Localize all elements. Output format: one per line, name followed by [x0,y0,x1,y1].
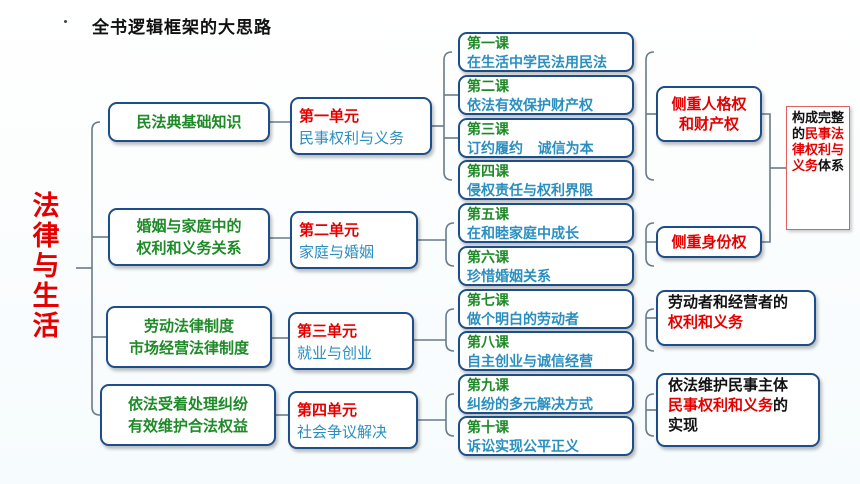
feature-box: 侧重人格权 和财产权 [656,86,762,142]
feature-text: 的 [773,396,789,414]
lesson-subtitle: 侵权责任与权利界限 [467,183,593,199]
lesson-subtitle: 做个明白的劳动者 [467,312,579,328]
summary-highlight: 民事法律权利与义务 [791,127,845,174]
page-title: 全书逻辑框架的大思路 [92,18,272,38]
lesson-name: 第八课 [467,335,509,351]
lesson-name: 第五课 [467,207,509,223]
unit2-lessons-bracket [445,222,455,267]
unit-box: 第三单元 就业与创业 [288,312,414,370]
summary-text: 构成完整的 [791,111,844,142]
lesson-name: 第九课 [467,378,509,394]
unit-subtitle: 社会争议解决 [297,423,388,441]
unit-box: 第四单元 社会争议解决 [288,391,418,449]
topic-line: 劳动法律制度 [143,317,234,335]
unit-name: 第一单元 [299,107,360,125]
feature-line: 劳动者和经营者的 [668,293,789,311]
unit-subtitle: 家庭与婚姻 [299,243,375,261]
lesson-box: 第二课 依法有效保护财产权 [458,75,634,115]
feature-line: 权利和义务 [668,313,744,331]
lesson-box: 第八课 自主创业与诚信经营 [458,331,634,371]
lesson-subtitle: 诉讼实现公平正义 [467,439,579,455]
lesson-name: 第七课 [467,293,509,309]
unit-name: 第四单元 [297,401,358,419]
topic-line: 市场经营法律制度 [128,339,249,357]
lesson-box: 第五课 在和睦家庭中成长 [458,203,634,243]
topic-line: 依法受着处理纠纷 [127,395,248,413]
feature-line: 依法维护民事主体 [668,376,789,394]
unit-box: 第一单元 民事权利与义务 [290,97,432,155]
feature-line: 侧重身份权 [671,233,747,251]
lesson-name: 第十课 [467,420,509,436]
feature-box: 侧重身份权 [656,226,762,258]
topic-box: 依法受着处理纠纷 有效维护合法权益 [100,384,276,446]
unit1-lessons-bracket [443,51,453,181]
topic-line: 权利和义务关系 [136,239,242,257]
lesson-name: 第六课 [467,250,509,266]
feature-summary-bracket [762,113,771,243]
lesson-subtitle: 在生活中学民法用民法 [467,55,607,71]
lesson-name: 第二课 [467,79,509,95]
lesson-name: 第四课 [467,164,509,180]
lesson-box: 第十课 诉讼实现公平正义 [458,416,634,456]
lesson-box: 第九课 纠纷的多元解决方式 [458,374,634,414]
unit3-lessons-bracket [445,308,455,352]
lessons1-feature-bracket [645,51,655,181]
topic-line: 婚姻与家庭中的 [136,217,242,235]
unit-name: 第三单元 [297,322,358,340]
lesson-subtitle: 依法有效保护财产权 [467,98,593,114]
feature-highlight: 民事权利和义务 [668,396,774,414]
root-connector-bracket [91,121,101,416]
lesson-box: 第七课 做个明白的劳动者 [458,289,634,329]
title-bullet [64,20,67,23]
topic-box: 劳动法律制度 市场经营法律制度 [106,306,272,368]
lesson-subtitle: 订约履约 诚信为本 [467,141,594,157]
lesson-box: 第六课 珍惜婚姻关系 [458,246,634,286]
lesson-subtitle: 自主创业与诚信经营 [467,354,593,370]
feature-line: 和财产权 [678,115,739,133]
feature-line: 民事权利和义务的 [668,395,788,415]
lesson-box: 第三课 订约履约 诚信为本 [458,118,634,158]
topic-box: 民法典基础知识 [108,102,270,142]
unit-subtitle: 民事权利与义务 [299,129,405,147]
root-node: 法律与生活 [32,191,60,342]
lesson-subtitle: 珍惜婚姻关系 [467,269,551,285]
unit-name: 第二单元 [299,221,360,239]
lessons2-feature-bracket [645,222,655,267]
unit-box: 第二单元 家庭与婚姻 [290,211,418,269]
feature-line: 侧重人格权 [671,95,747,113]
topic-box: 婚姻与家庭中的 权利和义务关系 [108,208,270,266]
lesson-subtitle: 在和睦家庭中成长 [467,226,579,242]
lesson-box: 第一课 在生活中学民法用民法 [458,32,634,72]
lesson-name: 第一课 [467,36,509,52]
feature-box: 劳动者和经营者的 权利和义务 [656,290,816,346]
unit-subtitle: 就业与创业 [297,344,373,362]
unit4-lessons-bracket [445,393,455,437]
feature-line: 实现 [668,416,699,434]
topic-line: 民法典基础知识 [136,113,242,131]
summary-box: 构成完整的民事法律权利与义务体系 [786,106,850,230]
lessons4-feature-bracket [645,393,655,437]
topic-line: 有效维护合法权益 [127,417,248,435]
lesson-subtitle: 纠纷的多元解决方式 [467,397,593,413]
feature-box: 依法维护民事主体 民事权利和义务的 实现 [656,373,820,447]
lesson-box: 第四课 侵权责任与权利界限 [458,160,634,200]
lessons3-feature-bracket [645,308,655,352]
lesson-name: 第三课 [467,122,509,138]
summary-text: 体系 [818,159,845,174]
